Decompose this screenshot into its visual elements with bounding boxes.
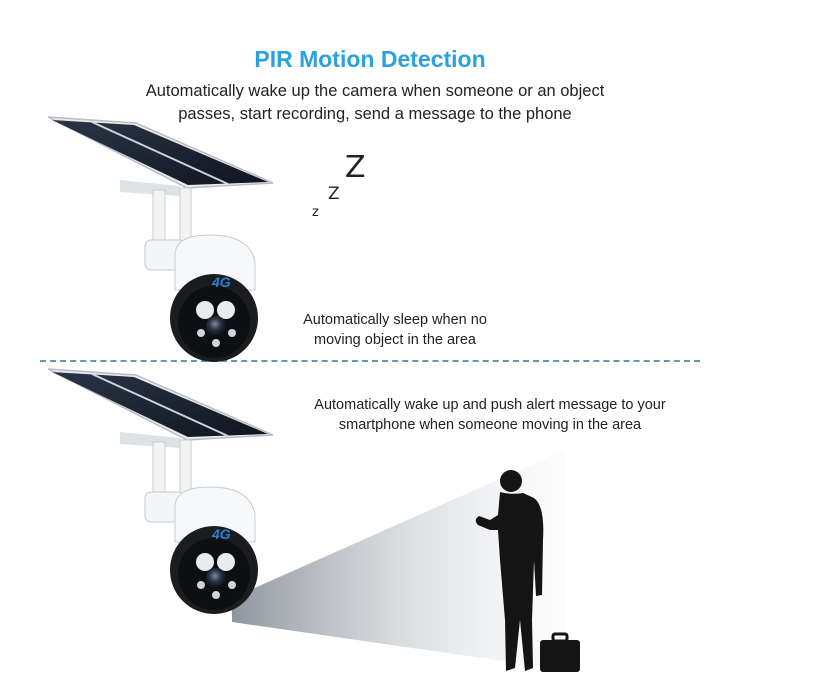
wake-caption: Automatically wake up and push alert mes… — [270, 395, 710, 435]
sleep-z-large: Z — [345, 150, 366, 185]
detection-beam — [232, 450, 565, 670]
sleep-z-medium: Z — [328, 184, 340, 204]
camera-sleep — [47, 116, 274, 362]
sleep-caption-line-1: Automatically sleep when no — [303, 312, 487, 328]
badge-4g-bottom: 4G — [211, 526, 231, 542]
section-divider — [40, 360, 700, 362]
wake-caption-line-1: Automatically wake up and push alert mes… — [314, 397, 666, 413]
sleep-caption-line-2: moving object in the area — [313, 332, 476, 348]
page-title: PIR Motion Detection — [254, 46, 486, 72]
sleep-caption: Automatically sleep when no moving objec… — [270, 310, 520, 350]
person-silhouette — [475, 470, 580, 672]
intro-line-1: Automatically wake up the camera when so… — [145, 82, 605, 100]
wake-caption-line-2: smartphone when someone moving in the ar… — [338, 417, 642, 433]
camera-wake — [47, 368, 274, 614]
sleep-z-small: z — [312, 205, 319, 220]
intro-text: Automatically wake up the camera when so… — [110, 80, 640, 126]
intro-line-2: passes, start recording, send a message … — [178, 105, 572, 123]
badge-4g-top: 4G — [211, 274, 231, 290]
